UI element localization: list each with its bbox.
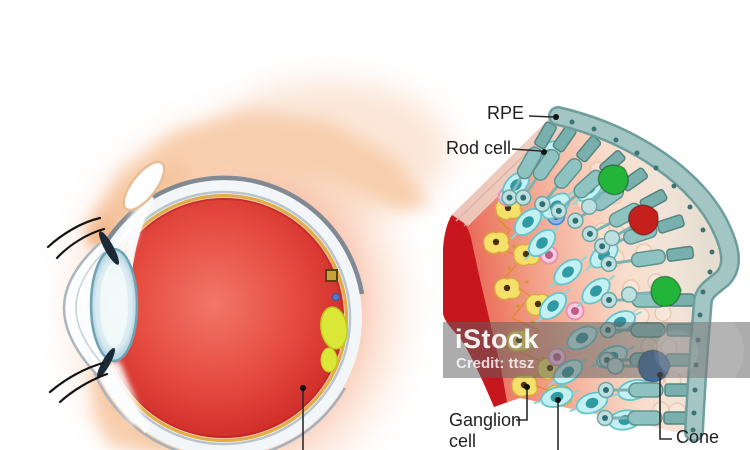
watermark-credit: Credit: ttsz bbox=[456, 355, 535, 372]
eye-cross-section bbox=[32, 80, 450, 450]
watermark-logo-swirl bbox=[658, 322, 744, 378]
optic-marker-dot bbox=[332, 293, 340, 301]
vitreous-body bbox=[104, 198, 344, 438]
label-rod-cell: Rod cell bbox=[446, 138, 512, 158]
watermark-bar: iStock Credit: ttsz bbox=[443, 322, 750, 378]
watermark-logo-swirl-small bbox=[654, 330, 698, 374]
iris-lower bbox=[97, 348, 115, 378]
label-ganglion-cell: Ganglion cell bbox=[449, 410, 522, 450]
eyelashes bbox=[46, 216, 109, 404]
eyelid-fold bbox=[122, 160, 166, 212]
eyeball bbox=[82, 175, 365, 450]
lens bbox=[89, 247, 139, 363]
conjunctiva-line bbox=[94, 175, 365, 295]
magnified-region-marker bbox=[325, 269, 338, 282]
label-rpe: RPE bbox=[487, 103, 525, 123]
iris-upper bbox=[98, 231, 120, 265]
watermark-brand: iStock bbox=[455, 324, 540, 354]
label-cone: Cone bbox=[676, 427, 720, 447]
macula-lutea bbox=[320, 306, 348, 373]
